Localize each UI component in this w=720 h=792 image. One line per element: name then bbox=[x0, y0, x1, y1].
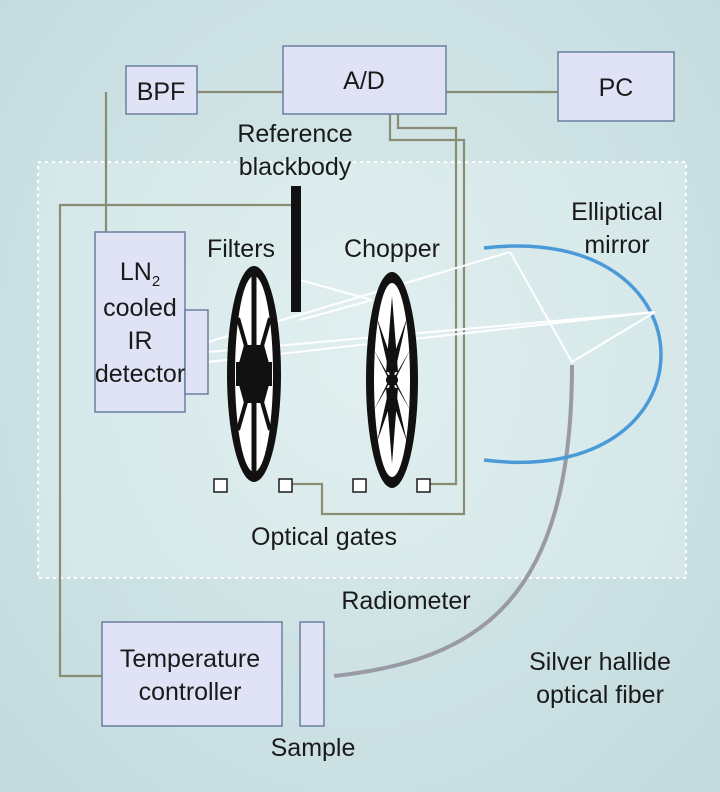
optical-gates-label: Optical gates bbox=[251, 523, 397, 551]
wire-ad-gates-a bbox=[396, 113, 458, 486]
elliptical-mirror bbox=[483, 244, 663, 464]
reference-blackbody bbox=[291, 186, 301, 312]
chopper-wheel bbox=[366, 272, 418, 488]
optical-fiber bbox=[333, 364, 574, 678]
ad-box bbox=[282, 45, 447, 115]
detector-label-4: detector bbox=[95, 360, 185, 388]
temperature-controller-label-2: controller bbox=[139, 678, 242, 706]
filter-wheel bbox=[227, 266, 281, 482]
filters-label: Filters bbox=[207, 235, 275, 263]
fiber-label-1: Silver hallide bbox=[529, 648, 671, 676]
elliptical-mirror-label-2: mirror bbox=[584, 231, 649, 259]
pc-box bbox=[557, 51, 675, 122]
optical-gate-3 bbox=[352, 478, 367, 493]
optical-gate-2 bbox=[278, 478, 293, 493]
optical-gate-4 bbox=[416, 478, 431, 493]
detector-label-1: LN2 bbox=[120, 258, 160, 290]
bpf-box bbox=[125, 65, 198, 115]
chopper-label: Chopper bbox=[344, 235, 440, 263]
reference-blackbody-label-2: blackbody bbox=[239, 153, 352, 181]
optical-gate-1 bbox=[213, 478, 228, 493]
pc-label: PC bbox=[599, 74, 634, 102]
detector-box bbox=[94, 231, 186, 413]
wire-tc-blackbody bbox=[58, 203, 296, 678]
elliptical-mirror-label-1: Elliptical bbox=[571, 198, 663, 226]
optical-gates bbox=[213, 478, 431, 493]
bpf-label: BPF bbox=[137, 78, 186, 106]
ad-label: A/D bbox=[343, 67, 385, 95]
detector-window bbox=[184, 309, 209, 395]
radiometer-label: Radiometer bbox=[341, 587, 470, 615]
reference-blackbody-label-1: Reference bbox=[237, 120, 352, 148]
fiber-label-2: optical fiber bbox=[536, 681, 664, 709]
wire-ad-gates-b bbox=[286, 113, 466, 516]
detector-label-3: IR bbox=[128, 327, 153, 355]
temperature-controller-box bbox=[101, 621, 283, 727]
sample-box bbox=[299, 621, 325, 727]
temperature-controller-label-1: Temperature bbox=[120, 645, 260, 673]
signal-wires bbox=[58, 90, 558, 678]
detector-label-2: cooled bbox=[103, 294, 177, 322]
sample-label: Sample bbox=[271, 734, 356, 762]
